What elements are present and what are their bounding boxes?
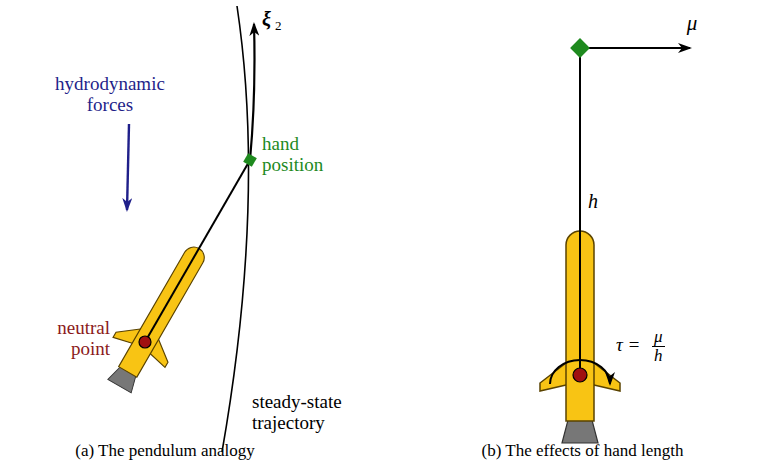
hand-length-line <box>579 48 581 375</box>
caption: (a) The pendulum analogy <box>40 442 290 461</box>
fraction-denominator: h <box>652 347 665 365</box>
neutral-point-dot <box>573 368 587 382</box>
neutral-point-dot <box>139 336 151 348</box>
torque-arrow <box>550 360 610 384</box>
h-label: h <box>588 190 608 212</box>
neutral-label: neutral point <box>30 318 110 360</box>
xi-arrow <box>250 24 255 160</box>
trajectory-curve <box>222 6 249 452</box>
pendulum-line <box>145 160 250 342</box>
force-arrow <box>127 124 129 210</box>
fraction-numerator: μ <box>652 328 665 347</box>
torque-fraction: μh <box>652 328 665 365</box>
hand-marker <box>570 38 590 58</box>
hand-marker <box>243 153 257 167</box>
force-label: hydrodynamic forces <box>40 74 180 116</box>
caption: (b) The effects of hand length <box>460 442 705 461</box>
mu-label: μ <box>680 12 704 35</box>
hand-label: hand position <box>262 134 352 176</box>
trajectory-label: steady-state trajectory <box>252 392 352 434</box>
mu-arrow <box>580 47 690 49</box>
xi-subscript: 2 <box>275 19 287 33</box>
tau-label: τ = <box>616 335 650 356</box>
